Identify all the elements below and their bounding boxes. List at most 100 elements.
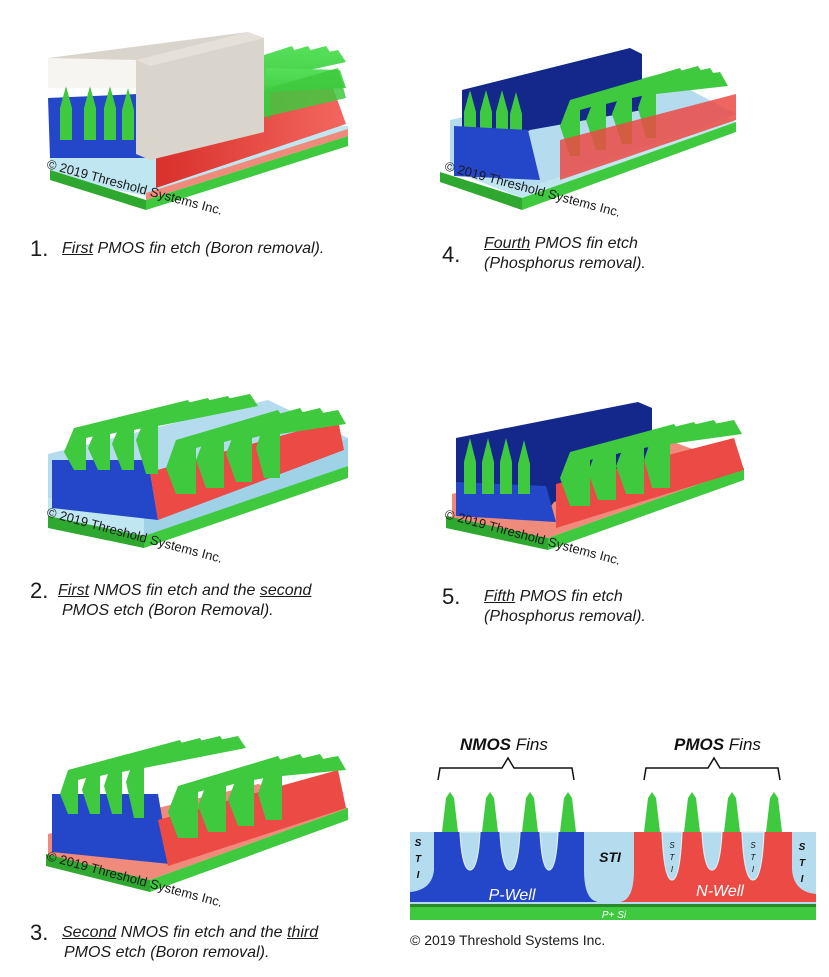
fin [226,408,328,482]
trench [499,831,521,871]
nmos-fins [60,86,134,140]
sti-right-label: S T I [799,842,806,885]
fin [464,438,476,494]
sti-trench-label: S T I [750,841,756,874]
fin [482,792,498,832]
step-1-illustration: © 2019 Threshold Systems Inc. [45,32,348,218]
svg-text:T: T [751,853,757,862]
substrate-edge-left [440,172,522,210]
fin [500,438,512,494]
fin [616,420,722,494]
sti-left-label: S T I [415,838,422,881]
fin [258,756,346,820]
caption-text: First PMOS fin etch (Boron removal). [62,239,324,259]
trench [741,831,765,881]
caption-segment: (Phosphorus removal). [484,608,646,625]
svg-text:I: I [801,874,804,885]
substrate-edge-left [446,516,548,550]
substrate-edge-right [522,122,736,210]
svg-text:T: T [670,853,676,862]
fin [166,410,286,494]
svg-text:I: I [671,865,674,874]
caption-line: (Phosphorus removal). [484,607,646,627]
step-4-illustration: © 2019 Threshold Systems Inc. [440,48,736,220]
caption-line: First NMOS fin etch and the second [58,581,311,601]
mask-block [48,32,264,160]
caption-step-5: 5. Fifth PMOS fin etch(Phosphorus remova… [442,584,782,634]
caption-line: First PMOS fin etch (Boron removal). [62,239,324,259]
fin [560,792,576,832]
fin [256,410,346,478]
fin [198,754,308,832]
step-2-illustration: © 2019 Threshold Systems Inc. [45,394,348,566]
mask-highlight [48,58,136,88]
substrate-edge-left [46,854,150,892]
fin [588,422,702,500]
pmos-brace [643,756,781,781]
caption-segment: PMOS etch (Boron Removal). [62,602,274,619]
substrate-edge-left [48,516,144,548]
nmos-fins [464,438,530,494]
sti-trench-label: S T I [669,841,675,874]
caption-text: Fourth PMOS fin etch(Phosphorus removal)… [484,234,646,274]
trench [459,831,481,871]
panel-step-5: © 2019 Threshold Systems Inc. [438,398,758,578]
pmos-trenches [661,831,765,881]
caption-emphasis: second [259,582,312,599]
p-well-label: P-Well [489,887,536,904]
n-well-block [556,438,744,528]
n-well-label: N-Well [696,883,744,900]
substrate-edge-right [150,808,348,892]
caption-line: PMOS etch (Boron removal). [62,943,318,963]
fin [766,792,782,832]
panel-step-3: © 2019 Threshold Systems Inc. [38,734,358,914]
caption-segment: PMOS fin etch (Boron removal). [93,240,325,257]
panel-step-2: © 2019 Threshold Systems Inc. [38,390,358,580]
step-number: 3. [30,920,49,945]
caption-segment: NMOS fin etch and the [116,924,288,941]
step-5-illustration: © 2019 Threshold Systems Inc. [443,402,744,568]
caption-emphasis: Second [62,924,117,941]
fins [60,736,346,838]
fin [442,792,458,832]
step-number: 4. [442,242,461,267]
caption-segment: NMOS fin etch and the [89,582,260,599]
fin [136,394,258,474]
pmos-fins-section [644,792,782,832]
fins [64,394,346,494]
fin [104,86,116,140]
substrate-label: P+ Si [602,910,627,921]
fin [196,408,308,488]
substrate-edge-left [50,170,146,210]
cross-section-copyright: © 2019 Threshold Systems Inc. [410,932,606,948]
caption-step-4: 4. Fourth PMOS fin etch(Phosphorus remov… [442,234,782,284]
fin [84,86,96,140]
substrate-edge-right [144,466,348,548]
fin [724,792,740,832]
fin [228,754,328,826]
fin [644,792,660,832]
caption-emphasis: First [62,240,94,257]
fin [684,792,700,832]
caption-line: Fifth PMOS fin etch [484,587,646,607]
trench [661,831,683,881]
panel-step-4: © 2019 Threshold Systems Inc. [410,30,740,230]
fin [518,440,530,494]
caption-emphasis: third [287,924,319,941]
caption-text: Fifth PMOS fin etch(Phosphorus removal). [484,587,646,627]
caption-emphasis: First [58,582,90,599]
nmos-brace [437,756,575,781]
caption-segment: PMOS fin etch [530,235,638,252]
nmos-fins-section [442,792,576,832]
svg-text:S: S [415,838,422,849]
cross-section-diagram: NMOS Fins PMOS Fins [408,730,820,930]
fin [644,420,742,488]
panel-step-1: © 2019 Threshold Systems Inc. [38,28,358,228]
caption-segment: (Phosphorus removal). [484,255,646,272]
substrate-edge-right [146,136,348,210]
fin [638,72,728,138]
p-well-block [454,126,540,180]
